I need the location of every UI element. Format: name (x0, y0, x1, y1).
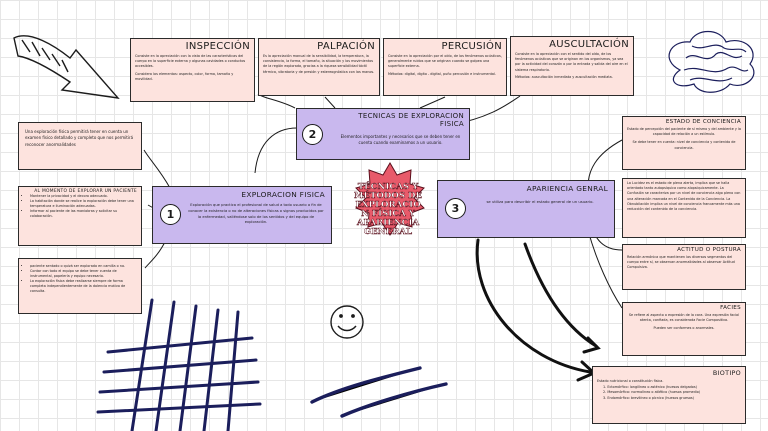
percusion-card: PERCUSIÓN Consiste en la apreciación por… (383, 38, 507, 96)
auscultacion-title: AUSCULTACIÓN (549, 39, 629, 50)
auscultacion-card: AUSCULTACIÓN Consiste en la apreciación … (510, 36, 634, 96)
percusion-text: Consiste en la apreciación por el oído, … (388, 54, 502, 69)
facies-text-2: Pueden ser conformes o anormales. (653, 326, 715, 331)
central-title-line: TÉCNICAS Y (357, 182, 419, 192)
palpacion-text: Es la apreciación manual de la sensibili… (263, 54, 375, 74)
biotipo-text: Estado nutricional o constitución física… (597, 379, 664, 383)
apariencia-card: APARIENCIA GENRAL se utiliza para descri… (437, 180, 615, 238)
conciencia-text-2: Se debe tener en cuenta: nivel de concie… (632, 140, 736, 150)
inspeccion-title: INSPECCIÓN (185, 41, 250, 52)
crosshatch-icon (96, 298, 262, 431)
apariencia-title: APARIENCIA GENRAL (526, 184, 608, 193)
auscultacion-text-2: Métodos: auscultación inmediata y auscul… (515, 74, 613, 79)
step-2-badge: 2 (302, 124, 323, 145)
momento-title: AL MOMENTO DE EXPLORAR UN PACIENTE (34, 189, 137, 194)
curved-arrows-icon (475, 238, 601, 382)
list-item: Informar al paciente de las maniobras y … (30, 209, 137, 219)
big-arrow-icon (13, 35, 120, 99)
momento-card: AL MOMENTO DE EXPLORAR UN PACIENTE Mante… (18, 186, 142, 246)
exploracion-title: EXPLORACION FISICA (241, 190, 325, 199)
exploracion-text: Exploración que practica el profesional … (188, 203, 324, 225)
actitud-card: ACTITUD O POSTURA Relación armónica que … (622, 244, 746, 290)
left-note-text: Una exploración física permitirá tener e… (25, 129, 134, 147)
facies-text: Se refiere al aspecto o expresión de la … (628, 313, 740, 323)
double-slash-icon (310, 366, 448, 418)
left-note-card: Una exploración física permitirá tener e… (18, 122, 142, 170)
lucidez-card: La Lucidez es el estado de plena alerta,… (622, 178, 746, 238)
percusion-text-2: Métodos: digital, digito - digital, puño… (388, 71, 497, 76)
inspeccion-card: INSPECCIÓN Consiste en la apreciación co… (130, 38, 255, 102)
auscultacion-text: Consiste en la apreciación con el sentid… (515, 52, 628, 72)
lucidez-text: La Lucidez es el estado de plena alerta,… (627, 181, 741, 212)
central-title-line: GENERAL (363, 227, 413, 237)
list-item: La exploración física debe realizarse si… (30, 279, 137, 294)
palpacion-card: PALPACIÓN Es la apreciación manual de la… (258, 38, 380, 96)
central-title-line: MÉTODOS DE (353, 191, 423, 201)
list-item: 1. Ectomórfico: longilíneo o asténico (h… (603, 385, 697, 390)
posicion-card: paciente sentado o quizá ser explorado e… (18, 258, 142, 314)
posicion-list: paciente sentado o quizá ser explorado e… (23, 264, 137, 294)
step-1-badge: 1 (160, 204, 181, 225)
tecnicas-title: TECNICAS DE EXPLORACION FISICA (358, 112, 464, 128)
actitud-title: ACTITUD O POSTURA (677, 247, 741, 253)
inspeccion-text: Consiste en la apreciación con la vista … (135, 54, 246, 69)
percusion-title: PERCUSIÓN (441, 41, 502, 52)
palpacion-title: PALPACIÓN (317, 41, 375, 52)
list-item: Contar con todo el equipo se debe tener … (30, 269, 137, 279)
biotipo-card: BIOTIPO Estado nutricional o constitució… (592, 366, 746, 424)
list-item: 2. Mesomórfico: normolíneo o atlético (h… (603, 390, 701, 395)
apariencia-text: se utiliza para describir el estado gene… (486, 199, 594, 204)
list-item: paciente sentado o quizá ser explorado e… (30, 264, 137, 269)
facies-title: FACIES (720, 305, 741, 311)
central-title: TÉCNICAS Y MÉTODOS DE EXPLORACIÓ N FÍSIC… (347, 182, 429, 237)
conciencia-title: ESTADO DE CONCIENCIA (665, 119, 741, 125)
central-title-line: EXPLORACIÓ (355, 200, 421, 210)
smiley-icon (330, 305, 364, 339)
step-3-badge: 3 (445, 198, 466, 219)
conciencia-text: Estado de percepción del paciente de sí … (627, 127, 741, 137)
tecnicas-card: TECNICAS DE EXPLORACION FISICA Elementos… (296, 108, 470, 160)
conciencia-card: ESTADO DE CONCIENCIA Estado de percepció… (622, 116, 746, 170)
momento-list: Mantener la privacidad y el decoro adecu… (23, 194, 137, 219)
facies-card: FACIES Se refiere al aspecto o expresión… (622, 302, 746, 356)
central-title-line: N FÍSICA Y (361, 209, 415, 219)
scribble-cloud-icon (668, 30, 755, 93)
inspeccion-text-2: Considera los elementos: aspecto, color,… (135, 71, 234, 81)
actitud-text: Relación armónica que mantienen los dive… (627, 255, 735, 270)
biotipo-title: BIOTIPO (712, 369, 741, 377)
central-title-line: APARIENCIA (356, 218, 420, 228)
star-badge-icon (355, 162, 425, 236)
exploracion-card: EXPLORACION FISICA Exploración que pract… (152, 186, 332, 244)
list-item: 3. Endomórfico: brevilíneo o pícnico (hu… (603, 395, 694, 400)
tecnicas-text: Elementos importantes y necesarios que s… (340, 134, 461, 145)
list-item: La habitación donde se realice la explor… (30, 199, 137, 209)
list-item: Mantener la privacidad y el decoro adecu… (30, 194, 137, 199)
